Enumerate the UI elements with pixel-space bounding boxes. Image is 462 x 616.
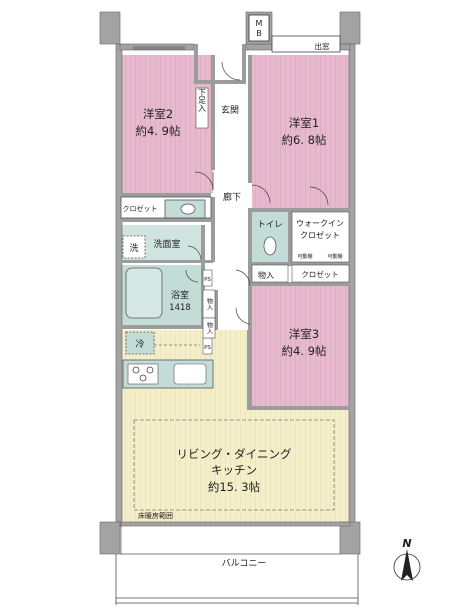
svg-text:クロゼット: クロゼット xyxy=(123,204,158,213)
bay-window xyxy=(271,35,341,53)
washroom-label: 洗面室 xyxy=(153,238,180,250)
wic-label-1: ウォークイン xyxy=(296,219,344,228)
stove xyxy=(127,363,159,385)
wash-machine-area xyxy=(122,235,146,259)
bathtub xyxy=(125,267,163,319)
balcony-label: バルコニー xyxy=(222,558,267,569)
storage-label-3: 物入 xyxy=(258,270,274,280)
balcony xyxy=(115,522,359,605)
toilet-bowl xyxy=(263,236,277,256)
bedroom1-size: 約6. 8帖 xyxy=(282,133,327,147)
bath-size: 1418 xyxy=(169,303,191,313)
ldk-name: リビング・ダイニング xyxy=(177,447,292,461)
svg-text:N: N xyxy=(402,537,411,550)
sink xyxy=(173,363,207,385)
corridor-label: 廊下 xyxy=(223,191,241,203)
toilet-label: トイレ xyxy=(257,220,283,230)
ldk-name2: キッチン xyxy=(211,463,257,477)
entrance-label: 玄関 xyxy=(221,104,239,116)
svg-text:洗: 洗 xyxy=(129,242,138,254)
wic-label-2: クロゼット xyxy=(300,230,340,240)
bedroom2-name: 洋室2 xyxy=(143,107,173,121)
shoe-storage-label: 下足入 xyxy=(198,88,207,112)
closet-label-2: クロゼット xyxy=(301,269,339,279)
bedroom3-name: 洋室3 xyxy=(289,327,319,341)
bedroom3-floor xyxy=(252,286,350,406)
shelf-label-2: 可動棚 xyxy=(327,253,342,260)
bedroom1-name: 洋室1 xyxy=(289,116,319,130)
mb-label: M xyxy=(256,19,263,28)
mb-box xyxy=(248,14,270,42)
svg-text:冷: 冷 xyxy=(135,338,144,350)
bedroom1-floor xyxy=(252,55,350,210)
ps-label-1: PS xyxy=(204,277,211,283)
shelf-label-1: 可動棚 xyxy=(297,253,312,260)
storage-label-1: 物入 xyxy=(206,297,213,310)
north-arrow-icon: N xyxy=(393,537,421,581)
storage-label-2: 物入 xyxy=(206,321,213,334)
bedroom3-size: 約4. 9帖 xyxy=(282,344,327,358)
door-swings xyxy=(185,61,329,325)
floor-heating-label: 床暖房範囲 xyxy=(138,511,173,520)
ldk-size: 約15. 3帖 xyxy=(208,480,260,494)
svg-text:B: B xyxy=(256,29,262,38)
bay-window-label: 出窓 xyxy=(315,41,330,51)
floor-heating-area xyxy=(133,419,335,511)
walk-in-closet xyxy=(291,211,350,263)
ps-label-2: PS xyxy=(204,345,211,351)
fridge-area xyxy=(125,331,155,355)
bath-label: 浴室 xyxy=(171,289,189,301)
bedroom2-size: 約4. 9帖 xyxy=(136,124,181,138)
